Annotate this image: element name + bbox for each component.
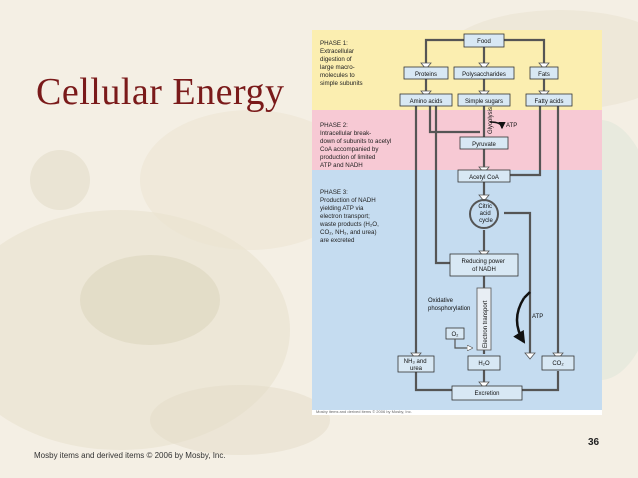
nh3-urea-box [397, 355, 435, 373]
reducing-power-label: Reducing power of NADH [461, 259, 506, 273]
fats-box [529, 66, 559, 80]
figure-credit: Mosby items and derived items © 2006 by … [316, 409, 412, 414]
simple-sugars-label: Simple sugars [465, 99, 503, 105]
h2o-label: H₂O [478, 361, 490, 367]
phase1-text: PHASE 1: Extracellular digestion of larg… [320, 40, 363, 87]
footer-copyright: Mosby items and derived items © 2006 by … [34, 451, 226, 460]
amino-acids-box [399, 93, 453, 107]
food-label: Food [477, 39, 491, 45]
nh3-urea-label: NH₃ and urea [404, 359, 428, 372]
proteins-box [403, 66, 449, 80]
fatty-acids-label: Fatty acids [534, 99, 563, 105]
atp2-label: ATP [532, 314, 543, 320]
excretion-box [451, 385, 523, 401]
phase2-text: PHASE 2: Intracellular break- down of su… [320, 122, 393, 169]
fatty-acids-box [525, 93, 573, 107]
phase2-band [312, 110, 602, 170]
food-box [463, 33, 505, 48]
pyruvate-label: Pyruvate [472, 142, 496, 148]
excretion-label: Excretion [474, 391, 499, 397]
polysaccharides-box [453, 66, 515, 80]
fats-label: Fats [538, 72, 550, 78]
h2o-box [467, 355, 501, 371]
proteins-label: Proteins [415, 72, 437, 78]
polysaccharides-label: Polysaccharides [462, 72, 506, 78]
metabolism-figure: PHASE 1: Extracellular digestion of larg… [312, 30, 602, 415]
amino-acids-label: Amino acids [410, 99, 443, 105]
atp-label: ATP [506, 123, 517, 129]
simple-sugars-box [457, 93, 511, 107]
electron-transport-bar [476, 287, 492, 351]
metabolism-diagram: PHASE 1: Extracellular digestion of larg… [312, 30, 602, 414]
citric-cycle-label: Citric acid cycle [478, 204, 493, 224]
o2-label: O₂ [452, 332, 460, 338]
phase3-text: PHASE 3: Production of NADH yielding ATP… [319, 189, 381, 244]
glycolysis-label: Glycolysis [488, 107, 494, 134]
pyruvate-box [459, 136, 509, 150]
oxidative-phosphorylation-label: Oxidative phosphorylation [428, 298, 470, 312]
page-number: 36 [588, 437, 600, 448]
citric-cycle-ring [469, 199, 499, 229]
slide-title: Cellular Energy [36, 71, 285, 113]
reducing-power-box [449, 253, 519, 277]
acetyl-coa-box [457, 169, 511, 183]
acetyl-coa-label: Acetyl CoA [469, 175, 499, 181]
co2-box [541, 355, 575, 371]
co2-label: CO₂ [552, 361, 564, 367]
electron-transport-label: Electron transport [483, 300, 489, 348]
